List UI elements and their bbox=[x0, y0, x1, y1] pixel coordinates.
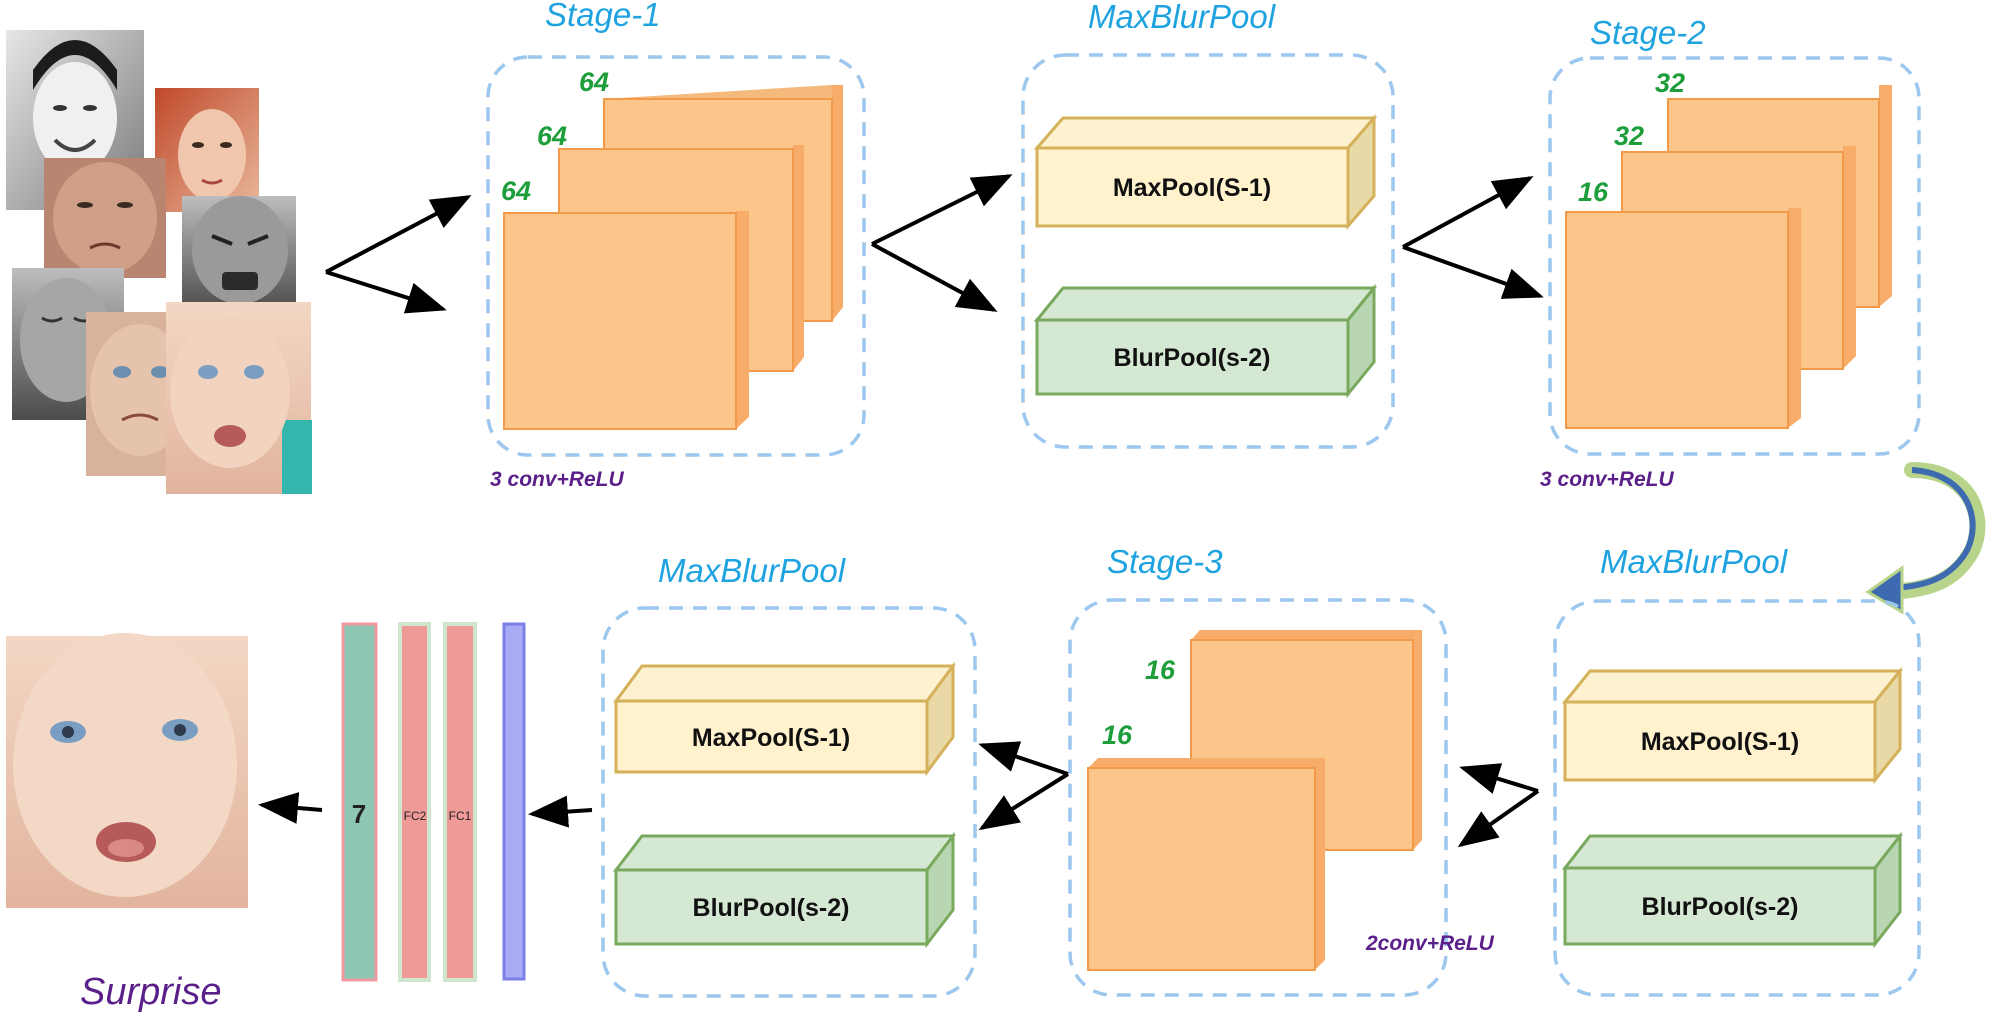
stage3-to-pool2-arrows bbox=[978, 741, 1070, 831]
stage2-block: Stage-2 32 32 16 3 conv+ReLU bbox=[1540, 14, 1921, 491]
stage2-title: Stage-2 bbox=[1590, 14, 1706, 51]
row-transition-curved-arrow bbox=[1865, 462, 1986, 615]
stage1-count-bottom: 64 bbox=[501, 176, 531, 206]
stage3-count-bottom: 16 bbox=[1102, 720, 1133, 750]
output-layer-size: 7 bbox=[352, 799, 366, 829]
stage2-conv-label: 3 conv+ReLU bbox=[1540, 468, 1674, 491]
pool1-blurpool-label: BlurPool(s-2) bbox=[1114, 344, 1271, 372]
face-photo-angry-face bbox=[182, 196, 296, 312]
pool3-title: MaxBlurPool bbox=[1600, 543, 1789, 580]
input-fork-arrows bbox=[325, 195, 472, 314]
stage3-title: Stage-3 bbox=[1107, 543, 1223, 580]
face-photo-surprised-baby bbox=[166, 302, 312, 494]
pool1-blurpool-box: BlurPool(s-2) bbox=[1033, 283, 1378, 399]
stage1-to-pool1-arrows bbox=[871, 174, 1013, 312]
fc1-label: FC1 bbox=[449, 809, 472, 823]
stage3-count-top: 16 bbox=[1145, 655, 1176, 685]
pool1-maxpool-box: MaxPool(S-1) bbox=[1033, 113, 1378, 231]
stage1-feature-map-front bbox=[503, 211, 749, 430]
pool1-title: MaxBlurPool bbox=[1088, 0, 1277, 35]
flatten-layer bbox=[502, 622, 526, 981]
pool2-maxpool-box: MaxPool(S-1) bbox=[613, 661, 956, 777]
pool2-blurpool-label: BlurPool(s-2) bbox=[693, 894, 850, 922]
pool3-block: MaxBlurPool MaxPool(S-1) BlurPool(s-2) bbox=[1553, 543, 1921, 997]
classifier-to-result-arrow bbox=[258, 792, 323, 824]
pool2-blurpool-box: BlurPool(s-2) bbox=[612, 831, 957, 949]
fc2-layer: FC2 bbox=[398, 622, 431, 982]
pool1-dashed-border bbox=[1021, 53, 1395, 449]
pool3-blurpool-box: BlurPool(s-2) bbox=[1561, 831, 1904, 949]
stage2-feature-map-front bbox=[1565, 208, 1801, 429]
stage1-conv-label: 3 conv+ReLU bbox=[490, 468, 624, 491]
pool1-block: MaxBlurPool MaxPool(S-1) BlurPool(s-2) bbox=[1021, 0, 1395, 449]
face-photo-red-hair-woman bbox=[155, 88, 259, 212]
stage3-conv-label: 2conv+ReLU bbox=[1365, 932, 1495, 955]
stage2-count-middle: 32 bbox=[1614, 121, 1644, 151]
pool2-maxpool-label: MaxPool(S-1) bbox=[692, 724, 850, 752]
pool3-to-stage3-arrows bbox=[1457, 763, 1540, 848]
pool3-maxpool-box: MaxPool(S-1) bbox=[1561, 666, 1904, 785]
classifier-layers: 7 FC2 FC1 bbox=[341, 622, 526, 982]
pool3-blurpool-label: BlurPool(s-2) bbox=[1642, 893, 1799, 921]
face-photo-man-frowning bbox=[44, 158, 166, 278]
stage1-title: Stage-1 bbox=[545, 0, 661, 33]
stage2-dashed-border bbox=[1548, 56, 1921, 456]
pool2-block: MaxBlurPool MaxPool(S-1) BlurPool(s-2) bbox=[601, 552, 977, 998]
stage1-count-top: 64 bbox=[579, 67, 609, 97]
result-face-photo bbox=[6, 633, 248, 908]
pool2-title: MaxBlurPool bbox=[658, 552, 847, 589]
pool2-to-classifier-arrow bbox=[528, 795, 593, 828]
stage1-block: Stage-1 64 64 64 3 conv+ReLU bbox=[486, 0, 866, 491]
stage3-dashed-border bbox=[1068, 598, 1448, 997]
result-emotion-label: Surprise bbox=[80, 971, 222, 1013]
pool1-maxpool-label: MaxPool(S-1) bbox=[1113, 174, 1271, 202]
stage2-count-bottom: 16 bbox=[1578, 177, 1609, 207]
stage1-count-middle: 64 bbox=[537, 121, 567, 151]
output-layer-7: 7 bbox=[341, 622, 378, 982]
input-face-collage bbox=[6, 30, 312, 494]
fc2-label: FC2 bbox=[404, 809, 427, 823]
pool3-maxpool-label: MaxPool(S-1) bbox=[1641, 728, 1799, 756]
stage3-feature-map-front bbox=[1087, 758, 1325, 971]
pool2-dashed-border bbox=[601, 606, 977, 998]
fc1-layer: FC1 bbox=[443, 622, 477, 982]
stage2-count-top: 32 bbox=[1655, 68, 1685, 98]
pool1-to-stage2-arrows bbox=[1402, 176, 1544, 299]
stage3-block: Stage-3 16 16 2conv+ReLU bbox=[1068, 543, 1495, 997]
stage1-dashed-border bbox=[486, 55, 866, 457]
